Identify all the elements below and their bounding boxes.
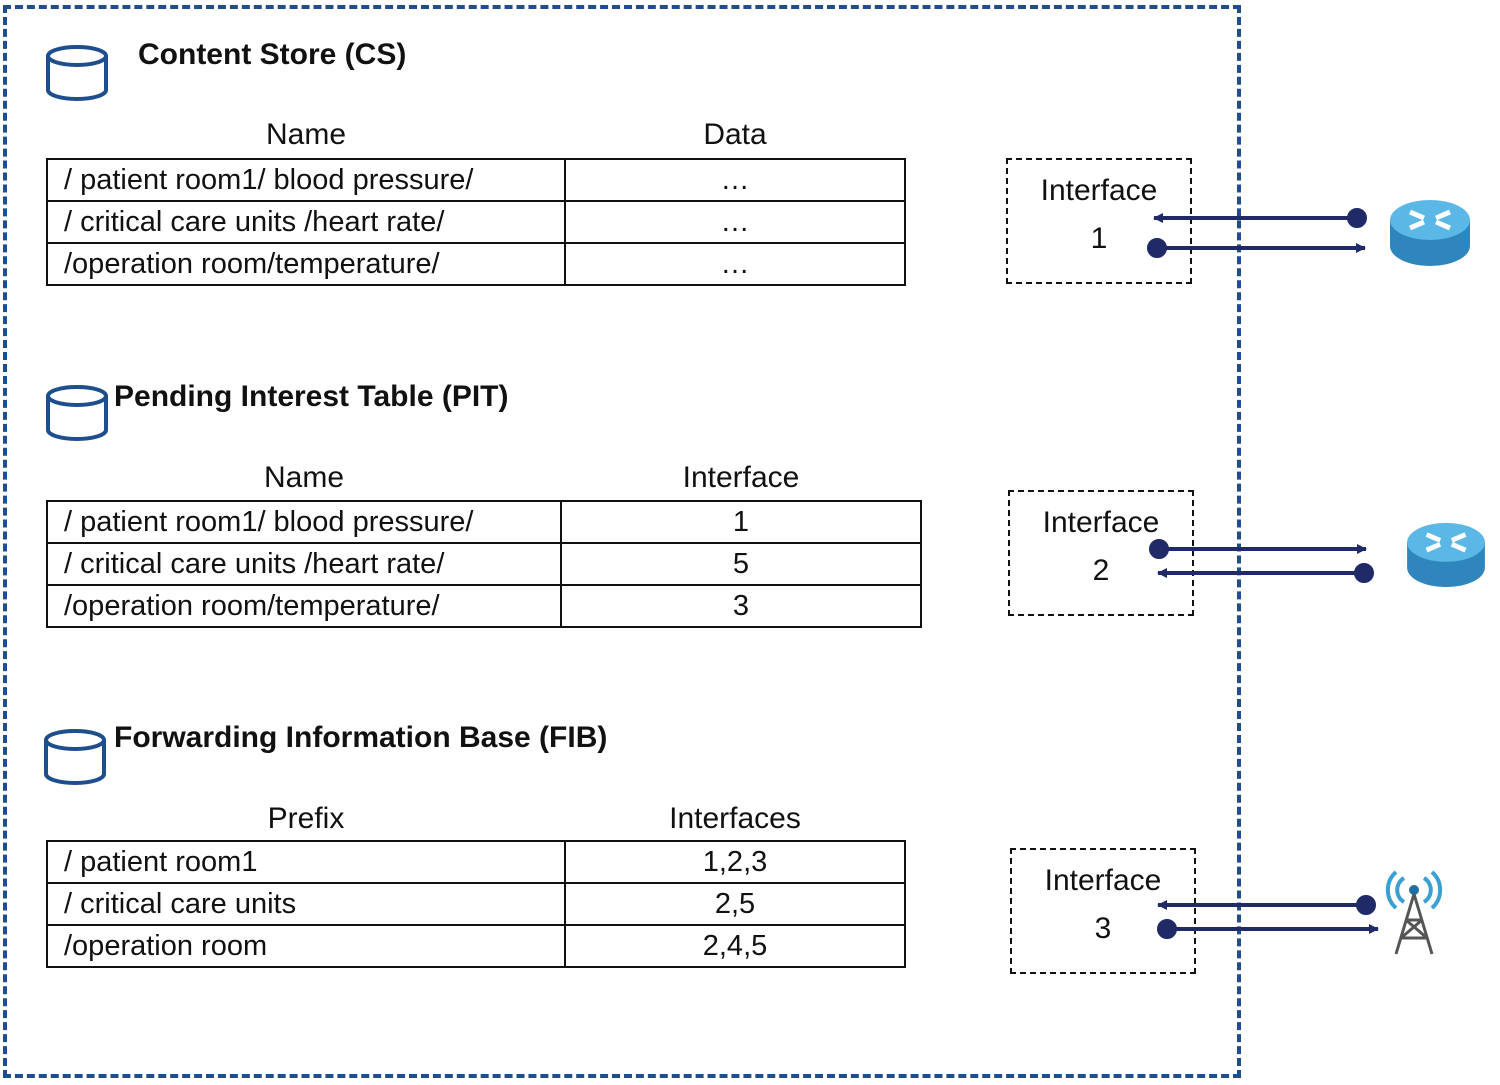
- interface-number: 2: [1092, 554, 1110, 587]
- table-cell: 2,4,5: [564, 924, 906, 968]
- table-cell: / patient room1: [46, 840, 566, 884]
- arrow-dot: [1157, 919, 1177, 939]
- pit-col-interface: Interface: [682, 461, 800, 494]
- cs-col-name: Name: [265, 118, 347, 151]
- table-row: /operation room/temperature/…: [46, 242, 906, 286]
- table-cell: /operation room/temperature/: [46, 242, 566, 286]
- table-cell: 1,2,3: [564, 840, 906, 884]
- table-row: / critical care units /heart rate/5: [46, 542, 922, 586]
- interface-number: 3: [1094, 912, 1112, 945]
- table-cell: / critical care units /heart rate/: [46, 542, 562, 586]
- table-cell: 1: [560, 500, 922, 544]
- arrow-dot: [1149, 539, 1169, 559]
- arrow-dot: [1347, 208, 1367, 228]
- interface-box-3: Interface 3: [1010, 848, 1196, 974]
- table-cell: / patient room1/ blood pressure/: [46, 500, 562, 544]
- interface-number: 1: [1090, 222, 1108, 255]
- table-cell: …: [564, 242, 906, 286]
- cell-tower-icon: [1385, 870, 1443, 955]
- fib-title: Forwarding Information Base (FIB): [114, 721, 608, 754]
- interface-box-2: Interface 2: [1008, 490, 1194, 616]
- table-cell: /operation room/temperature/: [46, 584, 562, 628]
- fib-col-interfaces: Interfaces: [669, 802, 801, 835]
- table-cell: /operation room: [46, 924, 566, 968]
- ndn-node-boundary: [3, 5, 1241, 1078]
- arrow-dot: [1147, 238, 1167, 258]
- table-cell: / critical care units: [46, 882, 566, 926]
- table-cell: / critical care units /heart rate/: [46, 200, 566, 244]
- table-cell: 2,5: [564, 882, 906, 926]
- table-cell: / patient room1/ blood pressure/: [46, 158, 566, 202]
- table-row: /operation room/temperature/3: [46, 584, 922, 628]
- pit-col-name: Name: [263, 461, 345, 494]
- table-cell: 3: [560, 584, 922, 628]
- interface-label: Interface: [1042, 506, 1160, 539]
- router-icon: [1407, 522, 1485, 588]
- arrow-dot: [1354, 563, 1374, 583]
- interface-label: Interface: [1040, 174, 1158, 207]
- table-row: / patient room1/ blood pressure/1: [46, 500, 922, 544]
- cs-title: Content Store (CS): [138, 38, 407, 71]
- database-icon: [44, 729, 106, 785]
- arrow-dot: [1356, 895, 1376, 915]
- cs-table: / patient room1/ blood pressure/… / crit…: [46, 158, 906, 286]
- fib-col-prefix: Prefix: [267, 802, 345, 835]
- table-row: / patient room1/ blood pressure/…: [46, 158, 906, 202]
- table-cell: 5: [560, 542, 922, 586]
- database-icon: [46, 385, 108, 441]
- database-icon: [46, 45, 108, 101]
- interface-box-1: Interface 1: [1006, 158, 1192, 284]
- router-icon: [1390, 200, 1470, 266]
- table-cell: …: [564, 200, 906, 244]
- interface-label: Interface: [1044, 864, 1162, 897]
- pit-title: Pending Interest Table (PIT): [114, 380, 509, 413]
- table-row: / critical care units /heart rate/…: [46, 200, 906, 244]
- cs-col-data: Data: [703, 118, 767, 151]
- pit-table: / patient room1/ blood pressure/1 / crit…: [46, 500, 922, 628]
- table-cell: …: [564, 158, 906, 202]
